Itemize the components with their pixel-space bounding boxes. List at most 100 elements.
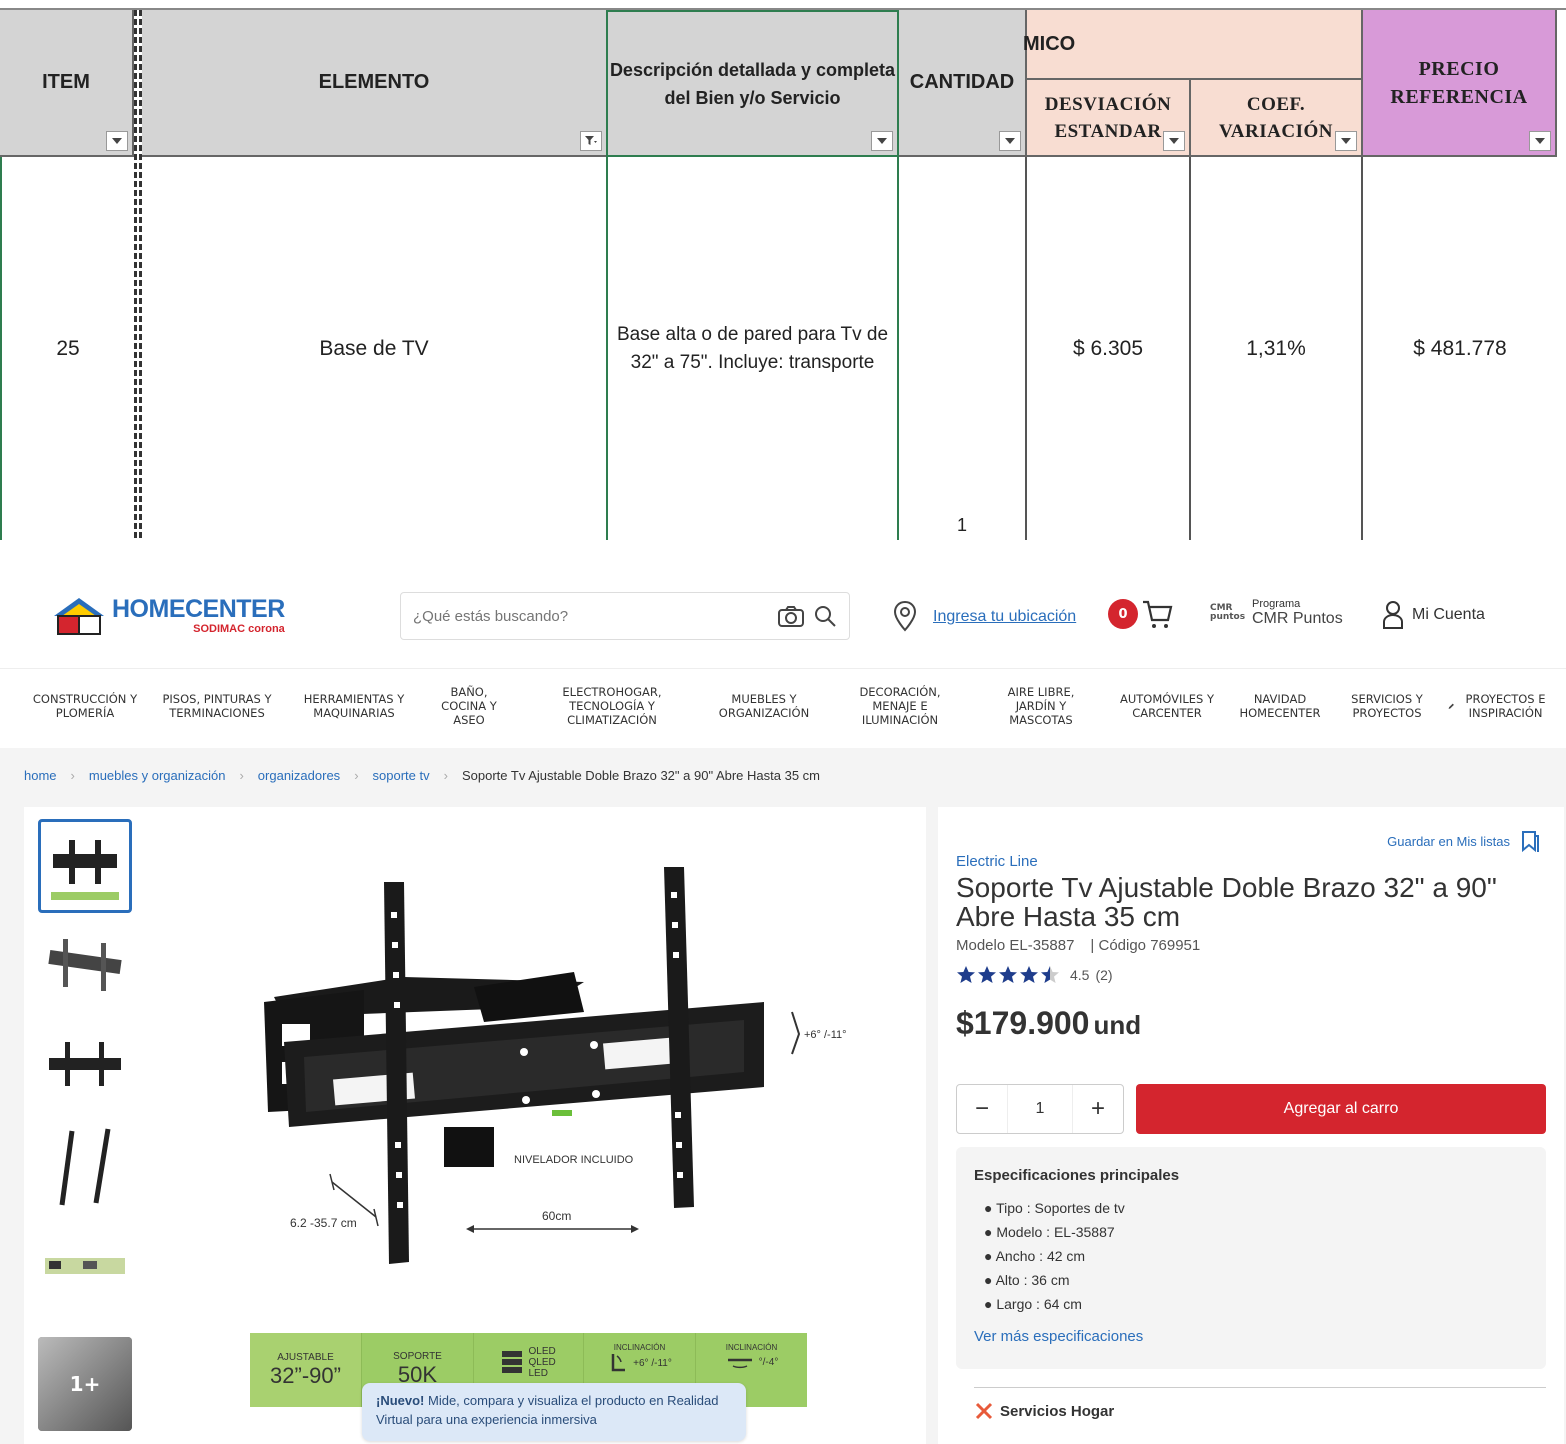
homecenter-logo[interactable]: HOMECENTER SODIMAC corona <box>52 596 285 636</box>
add-to-cart-button[interactable]: Agregar al carro <box>1136 1084 1546 1134</box>
chevron-right-icon: › <box>70 768 75 783</box>
cell-coef[interactable]: 1,31% <box>1191 157 1363 540</box>
thumbnail-5[interactable] <box>38 1219 132 1313</box>
save-to-list-link[interactable]: Guardar en Mis listas <box>1387 829 1542 853</box>
specs-list: ● Tipo : Soportes de tv ● Modelo : EL-35… <box>974 1196 1528 1316</box>
filter-dropdown-item[interactable] <box>106 131 128 151</box>
pencil-icon <box>1448 703 1454 709</box>
tv-mount-thumbnail-icon <box>49 1042 121 1086</box>
filter-dropdown-cantidad[interactable] <box>999 131 1021 151</box>
header-elemento: ELEMENTO <box>142 10 608 157</box>
category-decoracion[interactable]: DECORACIÓN, MENAJE E ILUMINACIÓN <box>859 685 941 727</box>
product-brand[interactable]: Electric Line <box>956 853 1038 870</box>
cell-desviacion[interactable]: $ 6.305 <box>1027 157 1191 540</box>
tilt-icon <box>611 1354 626 1372</box>
category-construccion[interactable]: CONSTRUCCIÓN Y PLOMERÍA <box>32 692 138 720</box>
main-specs-panel: Especificaciones principales ● Tipo : So… <box>956 1147 1546 1369</box>
category-herramientas[interactable]: HERRAMIENTAS Y MAQUINARIAS <box>303 692 405 720</box>
site-header: HOMECENTER SODIMAC corona Ingresa tu ubi… <box>0 540 1566 668</box>
cart-button[interactable]: 0 <box>1108 598 1174 630</box>
category-electrohogar[interactable]: ELECTROHOGAR, TECNOLOGÍA Y CLIMATIZACIÓN <box>562 685 662 727</box>
filter-active-elemento[interactable] <box>580 131 602 151</box>
brand-sub: SODIMAC corona <box>193 623 285 635</box>
category-servicios[interactable]: SERVICIOS Y PROYECTOS <box>1351 692 1423 720</box>
spreadsheet: ITEM ELEMENTO Descripción detallada y co… <box>0 0 1566 540</box>
brand-name: HOMECENTER <box>112 595 285 623</box>
filter-dropdown-descripcion[interactable] <box>871 131 893 151</box>
camera-icon[interactable] <box>777 604 805 628</box>
thumbnail-3[interactable] <box>38 1019 132 1113</box>
cmr-puntos[interactable]: CMR puntos Programa CMR Puntos <box>1210 598 1343 627</box>
store-page: HOMECENTER SODIMAC corona Ingresa tu ubi… <box>0 540 1566 1444</box>
cmr-logo: CMR puntos <box>1210 603 1246 622</box>
cart-count-badge: 0 <box>1108 599 1138 629</box>
chevron-right-icon: › <box>239 768 244 783</box>
cell-cantidad[interactable]: 1 <box>899 157 1027 540</box>
star-icon <box>1020 966 1038 983</box>
user-icon <box>1383 601 1403 629</box>
thumbnail-1[interactable] <box>38 819 132 913</box>
feature-screen-types: OLED QLED LED <box>474 1333 584 1407</box>
bookmark-icon <box>1522 831 1539 853</box>
category-muebles[interactable]: MUEBLES Y ORGANIZACIÓN <box>718 692 810 720</box>
category-proyectos[interactable]: PROYECTOS E INSPIRACIÓN <box>1448 683 1552 729</box>
depth-annotation: 6.2 -35.7 cm <box>290 1216 357 1230</box>
cell-item[interactable]: 25 <box>0 157 134 540</box>
tilt-annotation: +6° /-11° <box>804 1029 847 1041</box>
category-navidad[interactable]: NAVIDAD HOMECENTER <box>1239 692 1321 720</box>
breadcrumb-organizadores[interactable]: organizadores <box>257 768 341 783</box>
quantity-increase-button[interactable]: + <box>1090 1095 1105 1122</box>
spec-item: ● Ancho : 42 cm <box>984 1248 1086 1264</box>
search-icon[interactable] <box>813 604 837 628</box>
tv-mount-thumbnail-icon <box>51 840 119 900</box>
column-split-marker <box>134 10 137 540</box>
breadcrumb-current: Soporte Tv Ajustable Doble Brazo 32" a 9… <box>461 768 820 783</box>
cell-elemento[interactable]: Base de TV <box>319 336 429 360</box>
star-icon <box>978 966 996 983</box>
category-pisos[interactable]: PISOS, PINTURAS Y TERMINACIONES <box>162 692 272 720</box>
search-box[interactable] <box>400 592 850 640</box>
category-automoviles[interactable]: AUTOMÓVILES Y CARCENTER <box>1119 692 1215 720</box>
specs-title: Especificaciones principales <box>974 1167 1180 1184</box>
more-specs-link[interactable]: Ver más especificaciones <box>974 1328 1144 1345</box>
filter-dropdown-coef[interactable] <box>1335 131 1357 151</box>
thumbnail-more[interactable]: 1+ <box>38 1337 132 1431</box>
chevron-right-icon: › <box>354 768 359 783</box>
product-gallery: 1+ <box>24 807 926 1444</box>
column-split-marker <box>139 10 142 540</box>
thumbnail-2[interactable] <box>38 919 132 1013</box>
breadcrumb-soporte-tv[interactable]: soporte tv <box>372 768 430 783</box>
location-pin-icon[interactable] <box>892 600 918 632</box>
star-icon <box>999 966 1017 983</box>
cell-descripcion[interactable]: Base alta o de pared para Tv de 32" a 75… <box>606 157 899 540</box>
banner-thumbnail-icon <box>45 1258 125 1274</box>
swivel-icon <box>727 1358 752 1369</box>
level-annotation: NIVELADOR INCLUIDO <box>514 1154 634 1166</box>
star-icon <box>1041 966 1059 983</box>
spec-item: ● Alto : 36 cm <box>984 1272 1070 1288</box>
category-aire-libre[interactable]: AIRE LIBRE, JARDÍN Y MASCOTAS <box>1007 685 1075 727</box>
product-model-code: Modelo EL-35887 | Código 769951 <box>956 937 1201 954</box>
feature-soporte: SOPORTE 50K <box>362 1333 474 1407</box>
filter-dropdown-precio[interactable] <box>1529 131 1551 151</box>
category-bano[interactable]: BAÑO, COCINA Y ASEO <box>441 685 497 727</box>
product-rating[interactable]: 4.5 (2) <box>956 965 1113 985</box>
tv-mount-product-image: +6° /-11° NIVELADOR INCLUIDO 6.2 -35.7 c… <box>264 867 847 1264</box>
vr-tooltip[interactable]: ¡Nuevo! Mide, compara y visualiza el pro… <box>362 1383 746 1441</box>
product-info: Guardar en Mis listas Electric Line Sopo… <box>938 807 1564 1444</box>
search-input[interactable] <box>413 607 777 625</box>
breadcrumb-muebles[interactable]: muebles y organización <box>88 768 226 783</box>
breadcrumb-home[interactable]: home <box>24 768 57 783</box>
spec-item: ● Largo : 64 cm <box>984 1296 1082 1312</box>
cell-precio[interactable]: $ 481.778 <box>1413 336 1507 360</box>
quantity-value[interactable]: 1 <box>1007 1085 1073 1133</box>
feature-inclinacion-2: INCLINACIÓN °/-4° <box>696 1333 807 1407</box>
width-annotation: 60cm <box>542 1209 571 1223</box>
thumbnail-4[interactable] <box>38 1119 132 1213</box>
quantity-decrease-button[interactable]: − <box>974 1095 989 1122</box>
home-services[interactable]: Servicios Hogar <box>974 1401 1114 1421</box>
filter-dropdown-desviacion[interactable] <box>1163 131 1185 151</box>
feature-inclinacion-1: INCLINACIÓN +6° /-11° <box>584 1333 696 1407</box>
location-link[interactable]: Ingresa tu ubicación <box>933 608 1077 625</box>
account-button[interactable]: Mi Cuenta <box>1382 600 1485 630</box>
